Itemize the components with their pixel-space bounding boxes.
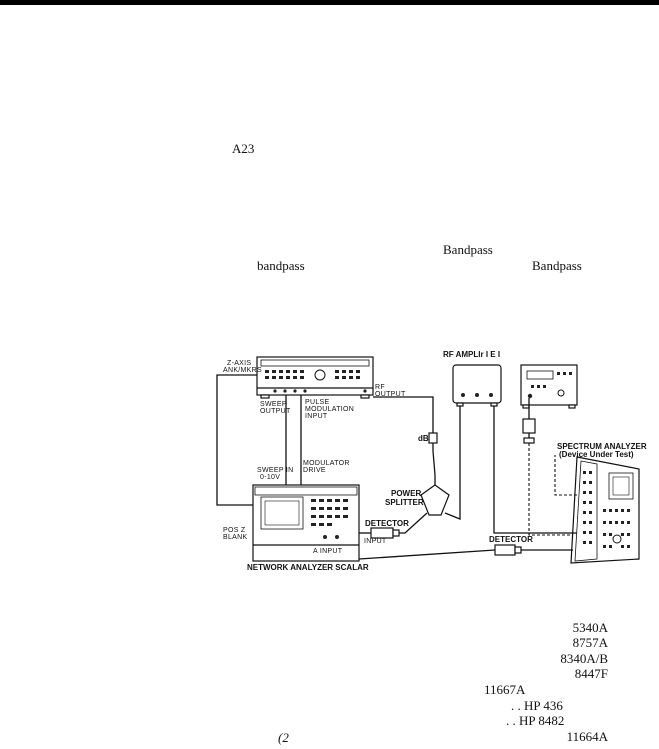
text-a23: A23 bbox=[232, 141, 255, 156]
text-fragment: (2 bbox=[278, 730, 289, 745]
label-rf-output-1: RF bbox=[375, 384, 385, 391]
detector-left bbox=[370, 527, 394, 539]
label-pos-z-1: POS Z bbox=[223, 527, 246, 534]
equipment-2: 8757A bbox=[572, 635, 608, 650]
label-sweep-output-1: SWEEP bbox=[260, 401, 287, 408]
top-rule bbox=[0, 0, 659, 5]
power-meter bbox=[520, 364, 578, 409]
label-pulse-mod-2: MODULATION bbox=[305, 406, 354, 413]
label-power-1: POWER bbox=[391, 489, 421, 498]
equipment-8: 11664A bbox=[566, 729, 608, 744]
label-a-input: A INPUT bbox=[313, 548, 343, 555]
equipment-3: 8340A/B bbox=[560, 651, 608, 666]
attenuator bbox=[428, 432, 438, 444]
label-ank-mkrs: ANK/MKRS bbox=[223, 367, 262, 374]
rf-amplifier-body bbox=[452, 364, 502, 404]
spectrum-analyzer bbox=[570, 456, 640, 564]
equipment-7: . . HP 8482 bbox=[506, 713, 565, 728]
text-bandpass-3: Bandpass bbox=[532, 258, 582, 273]
label-detector-left: DETECTOR bbox=[365, 519, 409, 528]
cables bbox=[216, 374, 577, 560]
label-sweep-in-1: SWEEP IN bbox=[257, 467, 294, 474]
text-bandpass-1: Bandpass bbox=[443, 242, 493, 257]
label-z-axis: Z-AXIS bbox=[227, 360, 251, 367]
sweep-oscillator bbox=[256, 356, 374, 399]
equipment-1: 5340A bbox=[572, 620, 608, 635]
label-input: INPUT bbox=[364, 538, 387, 545]
label-pulse-mod-1: PULSE bbox=[305, 399, 329, 406]
label-sweep-in-2: 0-10V bbox=[260, 474, 280, 481]
label-modulator-1: MODULATOR bbox=[303, 460, 350, 467]
detector-right bbox=[494, 544, 516, 556]
equipment-4: 8447F bbox=[574, 666, 608, 681]
label-spectrum-1: SPECTRUM ANALYZER bbox=[557, 442, 647, 451]
label-detector-right: DETECTOR bbox=[489, 535, 533, 544]
label-pos-z-2: BLANK bbox=[223, 534, 247, 541]
rf-amplifier bbox=[452, 364, 502, 407]
label-network-analyzer: NETWORK ANALYZER SCALAR bbox=[247, 563, 369, 572]
label-spectrum-2: (Device Under Test) bbox=[559, 450, 634, 459]
network-analyzer bbox=[252, 484, 360, 562]
power-sensor bbox=[522, 418, 536, 434]
label-pulse-mod-3: INPUT bbox=[305, 413, 328, 420]
equipment-6: . . HP 436 bbox=[511, 698, 563, 713]
label-sweep-output-2: OUTPUT bbox=[260, 408, 291, 415]
label-rf-output-2: OUTPUT bbox=[375, 391, 406, 398]
label-power-2: SPLITTER bbox=[385, 498, 424, 507]
test-setup-diagram: Z-AXIS ANK/MKRS RF OUTPUT SWEEP OUTPUT P… bbox=[216, 350, 647, 572]
power-splitter bbox=[420, 484, 450, 516]
equipment-5: 11667A bbox=[484, 682, 526, 697]
sweep-oscillator-display bbox=[260, 359, 370, 367]
label-modulator-2: DRIVE bbox=[303, 467, 326, 474]
label-db: dB bbox=[418, 434, 429, 443]
label-rf-amplifier: RF AMPLIr I E I bbox=[443, 350, 500, 359]
text-bandpass-2: bandpass bbox=[257, 258, 305, 273]
